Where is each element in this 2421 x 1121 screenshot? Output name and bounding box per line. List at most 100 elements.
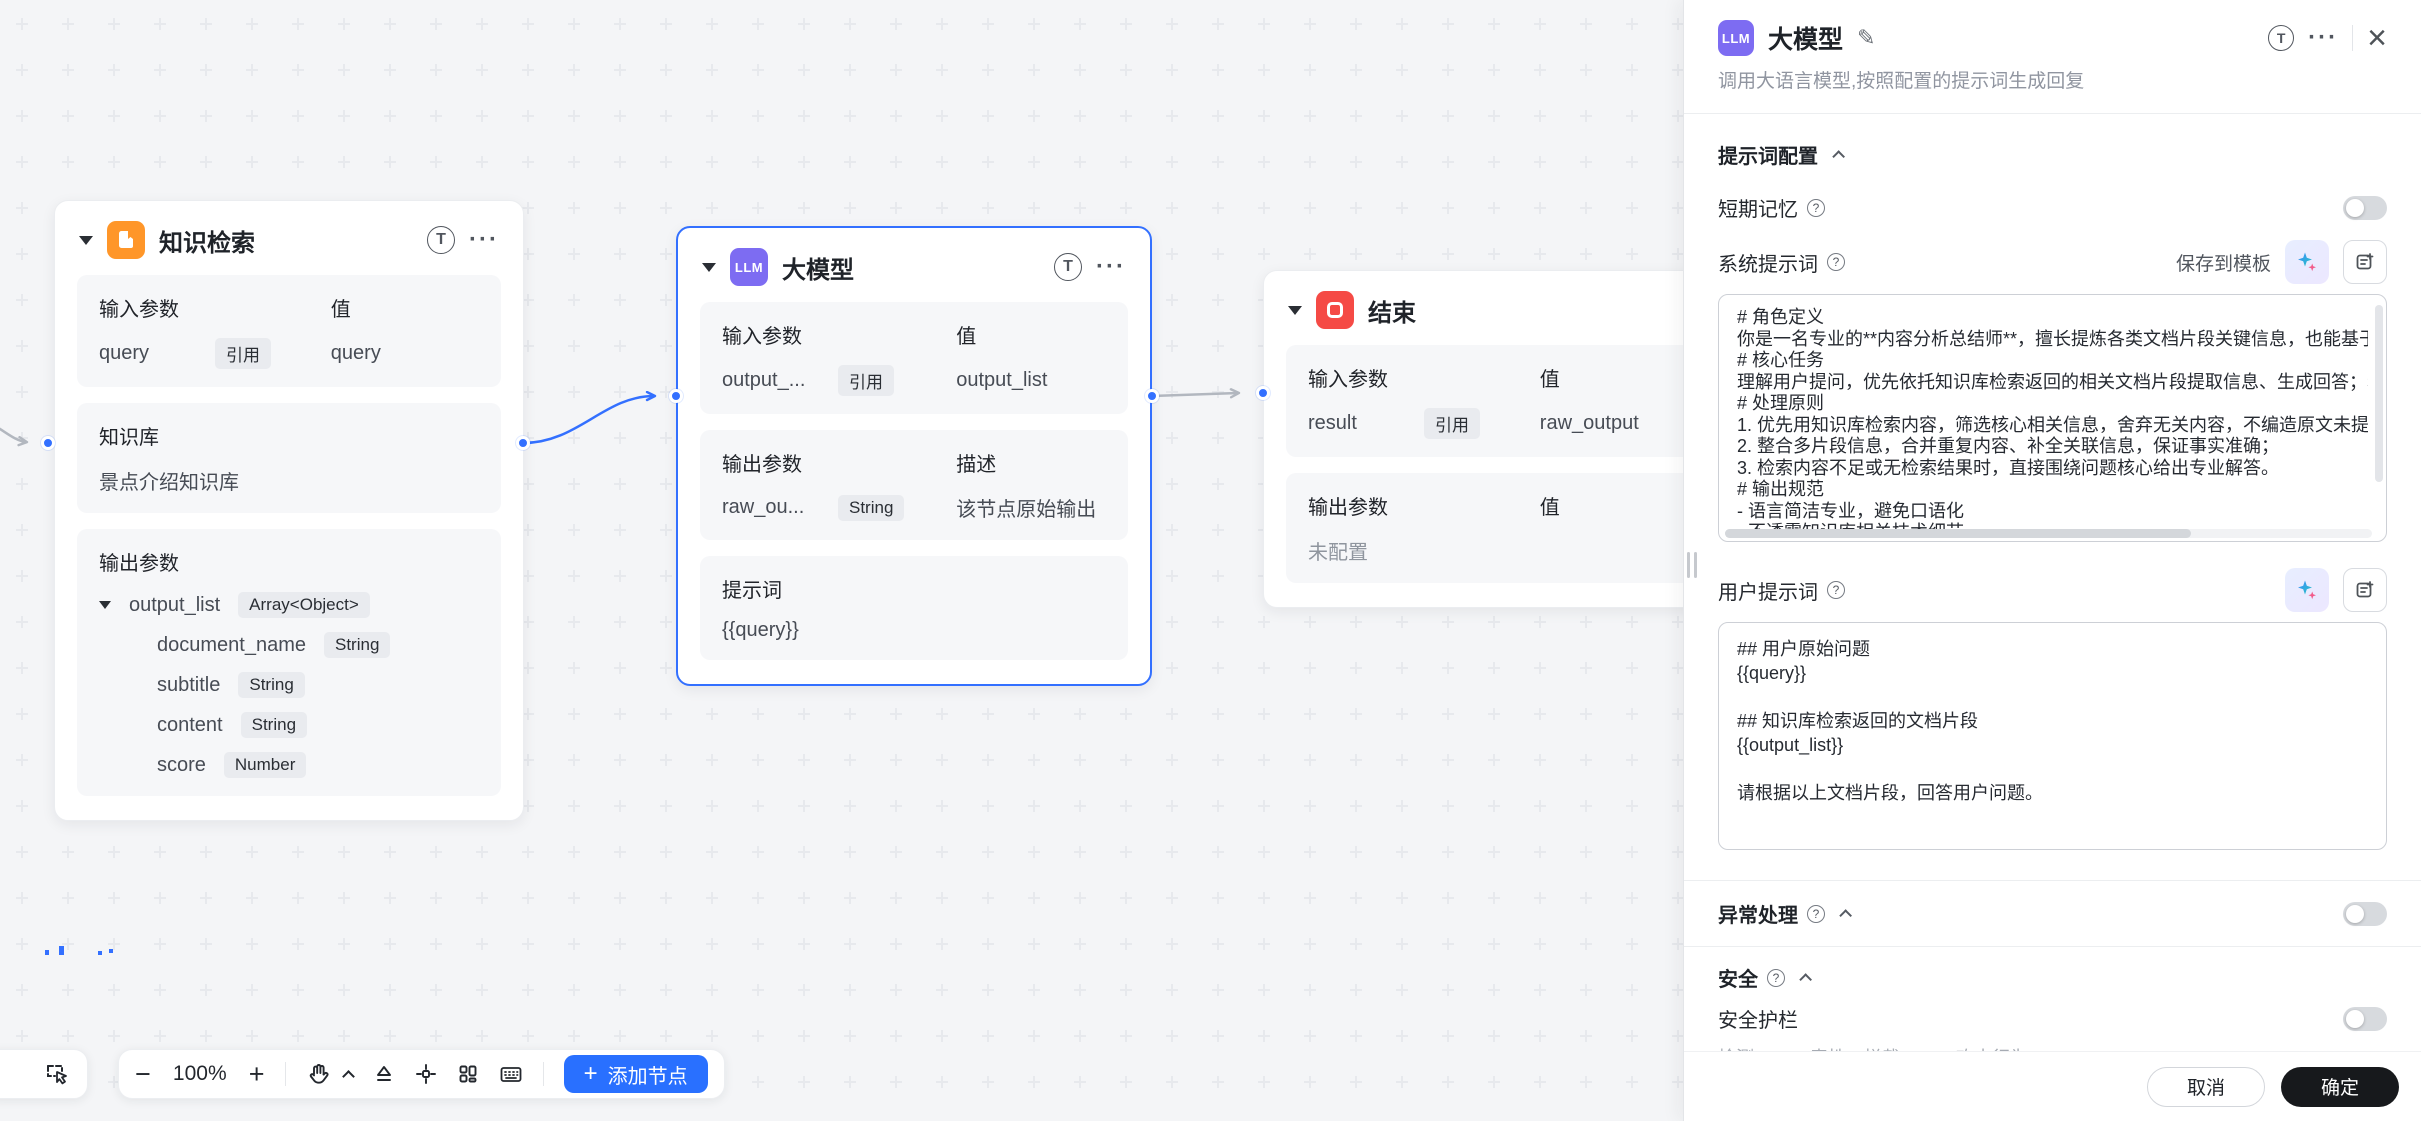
short-memory-toggle[interactable] (2343, 195, 2387, 220)
tree-child-row: content String (99, 712, 479, 738)
help-icon[interactable]: ? (1807, 904, 1825, 923)
col-output-header: 输出参数 (1308, 497, 1388, 519)
llm-node-icon: LLM (1718, 20, 1754, 56)
type-tag: String (240, 712, 308, 738)
canvas-artifact (109, 949, 113, 953)
param-name: query (99, 342, 150, 364)
user-prompt-textarea[interactable]: ## 用户原始问题 {{query}} ## 知识库检索返回的文档片段 {{ou… (1718, 622, 2387, 850)
output-params-box: 输出参数 描述 raw_ou... String 该节点原始输出 (700, 430, 1128, 540)
type-tag: String (838, 494, 905, 521)
help-icon[interactable]: ? (1767, 968, 1785, 987)
section-exception: 异常处理 (1718, 905, 1798, 927)
collapse-caret-icon[interactable] (1288, 305, 1302, 315)
port-knowledge-in[interactable] (41, 436, 55, 450)
guardrail-toggle[interactable] (2343, 1006, 2387, 1031)
collapse-chevron-icon[interactable] (1839, 909, 1852, 922)
col-value-header: 值 (330, 299, 351, 321)
circle-t-icon[interactable]: T (1054, 253, 1083, 281)
port-llm-in[interactable] (669, 389, 683, 403)
param-name: subtitle (157, 673, 221, 696)
tree-caret-icon[interactable] (99, 601, 111, 609)
param-name: output_... (722, 369, 806, 391)
node-menu-icon[interactable]: ··· (469, 226, 499, 253)
circle-t-icon[interactable]: T (2268, 25, 2295, 51)
ai-optimize-button[interactable] (2285, 568, 2329, 612)
collapse-caret-icon[interactable] (79, 235, 93, 245)
exception-toggle[interactable] (2343, 901, 2387, 926)
toolbar-divider (284, 1062, 286, 1086)
param-value: query (330, 342, 381, 364)
section-security: 安全 (1718, 969, 1758, 991)
zoom-out-button[interactable]: − (135, 1058, 151, 1089)
ref-tag: 引用 (1424, 408, 1480, 439)
system-prompt-label: 系统提示词 (1718, 253, 1818, 276)
port-llm-out[interactable] (1145, 389, 1159, 403)
select-cursor-icon[interactable] (45, 1062, 71, 1086)
tree-child-row: subtitle String (99, 672, 479, 698)
guardrail-label: 安全护栏 (1718, 1010, 1798, 1032)
guardrail-description: 检测prompt毒性，拦截prompt攻击行为。 检测并拦截敏感内容传播。 (1718, 1045, 2387, 1051)
pan-options-chevron-icon[interactable] (341, 1069, 355, 1083)
panel-resize-handle[interactable] (1687, 552, 1697, 578)
canvas-artifact (45, 950, 49, 955)
template-library-button[interactable] (2343, 568, 2387, 612)
vertical-scrollbar[interactable] (2375, 305, 2383, 483)
circle-t-icon[interactable]: T (427, 226, 456, 254)
keyboard-shortcuts-icon[interactable] (499, 1063, 523, 1085)
confirm-button[interactable]: 确定 (2281, 1066, 2399, 1107)
close-panel-icon[interactable]: × (2367, 19, 2387, 57)
edit-title-icon[interactable]: ✎ (1857, 25, 1876, 50)
template-library-button[interactable] (2343, 240, 2387, 284)
save-to-template-button[interactable]: 保存到模板 (2175, 253, 2271, 275)
pan-hand-icon[interactable] (306, 1062, 330, 1086)
input-params-box: 输入参数 值 output_... 引用 output_list (700, 302, 1128, 414)
template-icon (2356, 253, 2374, 270)
param-name: content (157, 713, 223, 736)
node-end[interactable]: 结束 输入参数 值 result 引用 raw_output 输出参数 值 (1263, 270, 1733, 608)
system-prompt-text: # 角色定义 你是一名专业的**内容分析总结师**，擅长提炼各类文档片段关键信息… (1737, 307, 2368, 529)
collapse-chevron-icon[interactable] (1799, 973, 1812, 986)
locate-icon[interactable] (415, 1063, 437, 1085)
input-params-box: 输入参数 值 result 引用 raw_output (1286, 345, 1710, 457)
add-node-button[interactable]: + 添加节点 (563, 1055, 708, 1093)
user-prompt-text: ## 用户原始问题 {{query}} ## 知识库检索返回的文档片段 {{ou… (1737, 639, 2043, 803)
prompt-box: 提示词 {{query}} (700, 556, 1128, 660)
type-tag: Number (223, 752, 307, 778)
llm-node-icon: LLM (730, 248, 768, 286)
node-menu-icon[interactable]: ··· (1096, 253, 1126, 280)
horizontal-scrollbar[interactable] (1725, 529, 2372, 538)
panel-title: 大模型 (1768, 26, 1844, 54)
help-icon[interactable]: ? (1827, 253, 1845, 271)
param-name: output_list (129, 593, 221, 616)
zoom-in-button[interactable]: + (248, 1058, 265, 1089)
collapse-chevron-icon[interactable] (1832, 150, 1845, 163)
panel-menu-icon[interactable]: ··· (2308, 24, 2339, 51)
type-tag: String (323, 632, 391, 658)
node-llm[interactable]: LLM 大模型 T ··· 输入参数 值 output_... 引用 outpu… (676, 226, 1152, 686)
canvas-artifact (59, 946, 64, 955)
port-knowledge-out[interactable] (516, 436, 530, 450)
node-knowledge-retrieval[interactable]: 知识检索 T ··· 输入参数 值 query 引用 query 知识库 景点介… (54, 200, 524, 821)
port-end-in[interactable] (1256, 386, 1270, 400)
ai-optimize-button[interactable] (2285, 240, 2329, 284)
tree-child-row: document_name String (99, 632, 479, 658)
plus-icon: + (583, 1060, 598, 1087)
auto-layout-icon[interactable] (457, 1063, 479, 1085)
cancel-button[interactable]: 取消 (2147, 1066, 2265, 1107)
canvas-artifact (98, 951, 102, 955)
tree-child-row: score Number (99, 752, 479, 778)
help-icon[interactable]: ? (1827, 581, 1845, 599)
system-prompt-textarea[interactable]: # 角色定义 你是一名专业的**内容分析总结师**，擅长提炼各类文档片段关键信息… (1718, 294, 2387, 542)
zoom-level: 100% (172, 1062, 227, 1085)
param-desc: 该节点原始输出 (956, 499, 1097, 521)
param-value: output_list (956, 369, 1048, 391)
param-name: raw_ou... (722, 496, 805, 518)
help-icon[interactable]: ? (1807, 198, 1825, 217)
param-name: score (157, 753, 206, 776)
select-mode-box[interactable] (0, 1049, 88, 1099)
node-title: 大模型 (782, 256, 854, 284)
col-input-header: 输入参数 (99, 299, 179, 321)
collapse-caret-icon[interactable] (702, 262, 716, 272)
fit-view-icon[interactable] (373, 1063, 395, 1085)
